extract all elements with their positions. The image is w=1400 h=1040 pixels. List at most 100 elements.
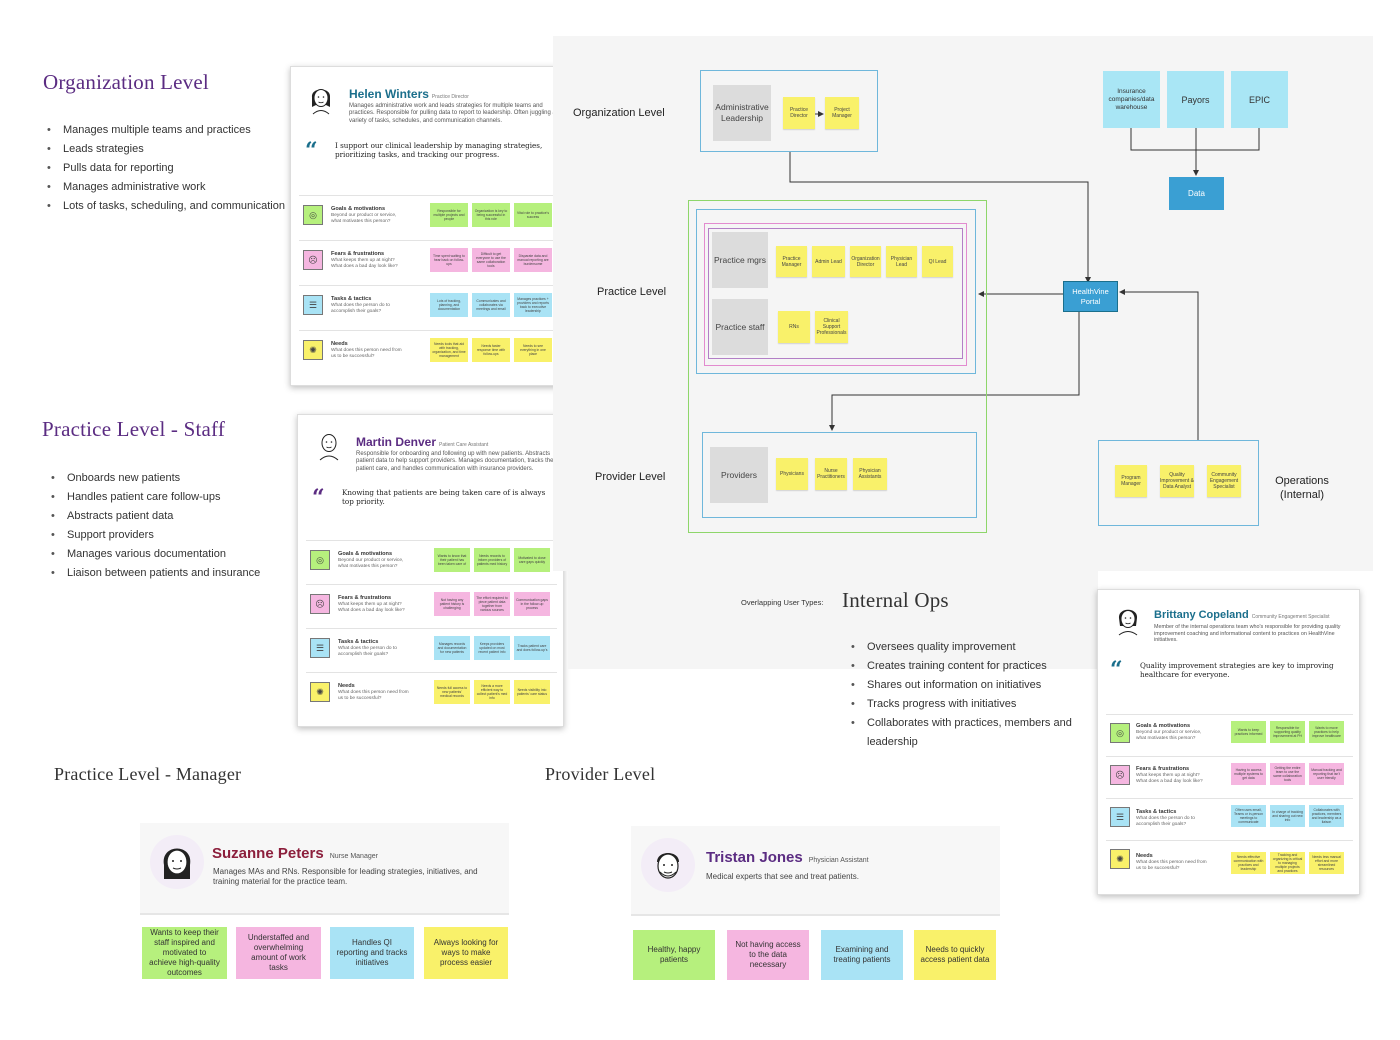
avatar-icon [311, 89, 331, 115]
avatar-icon [319, 434, 339, 461]
sticky-note: Getting the entire team to use the same … [1270, 763, 1305, 785]
ops-role-note: Quality Improvement & Data Analyst [1160, 465, 1194, 497]
sticky-note: Often uses email, Teams or in-person mee… [1231, 805, 1266, 827]
persona-quote: Knowing that patients are being taken ca… [342, 488, 546, 506]
sticky-note: Not having access to the data necessary [727, 930, 809, 980]
sticky-note: Responsible for supporting quality impro… [1270, 721, 1305, 743]
row-subtitle: What does the person do to accomplish th… [1136, 816, 1195, 827]
bullet: Creates training content for practices [847, 657, 1072, 676]
org-level-title: Organization Level [43, 70, 209, 94]
insurance-node: Insurance companies/data warehouse [1103, 71, 1160, 128]
bullet: Tracks progress with initiatives [847, 695, 1072, 714]
practice-outer-box [688, 200, 987, 533]
provider-level-title: Provider Level [545, 764, 656, 784]
mgr-role-note: QI Lead [922, 246, 953, 277]
diagram-practice-label: Practice Level [597, 286, 667, 298]
bullet: Liaison between patients and insurance [47, 564, 260, 583]
bullet: Oversees quality improvement [847, 638, 1072, 657]
sticky-note: Tracks patient care and does follow-up's [514, 636, 550, 660]
target-icon: ◎ [1110, 723, 1130, 743]
sticky-note: Wants to keep their staff inspired and m… [142, 927, 227, 979]
avatar-icon [657, 853, 679, 879]
row-subtitle: What does this person need from us to be… [331, 348, 402, 359]
sticky-note: Healthy, happy patients [633, 930, 715, 980]
sticky-note: Always looking for ways to make process … [424, 927, 508, 979]
bullet: Support providers [47, 526, 260, 545]
persona-role: Nurse Manager [329, 853, 378, 860]
sticky-note: Communicates and collaborates via meetin… [472, 293, 510, 317]
staff-role-note: Clinical Support Professionals [815, 311, 848, 343]
frustration-icon: ☹ [303, 250, 323, 270]
persona-description: Manages administrative work and leads st… [349, 103, 556, 124]
row-subtitle: What keeps them up at night? What does a… [331, 258, 398, 269]
org-bullets: Manages multiple teams and practices Lea… [43, 121, 285, 216]
row-subtitle: What does this person need from us to be… [1136, 860, 1207, 871]
bullet: Abstracts patient data [47, 507, 260, 526]
row-subtitle: What does this person need from us to be… [338, 690, 409, 701]
practice-inner-box [704, 223, 967, 366]
manager-level-title: Practice Level - Manager [54, 764, 242, 784]
sticky-note: Needs full access to new patients' medic… [434, 680, 470, 704]
provider-role-note: Nurse Practitioners [815, 458, 847, 490]
row-subtitle: What keeps them up at night? What does a… [338, 602, 405, 613]
sticky-note: Needs effective communication with pract… [1231, 852, 1266, 874]
practice-team-box [708, 228, 963, 359]
staff-level-title: Practice Level - Staff [42, 417, 226, 441]
healthvine-portal-node[interactable]: HealthVine Portal [1063, 281, 1118, 312]
avatar [150, 835, 204, 889]
epic-node: EPIC [1231, 71, 1288, 128]
row-title: Needs [338, 683, 355, 689]
project-manager-node: Project Manager [825, 97, 859, 129]
mgr-role-note: Practice Manager [776, 246, 807, 277]
persona-role: Physician Assistant [808, 857, 869, 864]
internal-ops-title: Internal Ops [842, 588, 949, 612]
quote-icon: “ [305, 138, 318, 164]
row-title: Fears & frustrations [331, 251, 385, 257]
row-title: Tasks & tactics [1136, 809, 1177, 815]
lightbulb-icon: ✺ [303, 340, 323, 360]
sticky-note: Needs to quickly access patient data [914, 930, 996, 980]
staff-role-note: RNs [778, 311, 810, 343]
row-title: Goals & motivations [1136, 723, 1191, 729]
sticky-note: In charge of tracking and sharing out ne… [1270, 805, 1305, 827]
sticky-note: Difficult to get everyone to use the sam… [472, 248, 510, 272]
mgr-role-note: Organization Director [850, 246, 881, 277]
sticky-note: Wants to keep practices informed [1231, 721, 1266, 743]
persona-description: Member of the internal operations team w… [1154, 624, 1341, 644]
row-title: Goals & motivations [331, 206, 386, 212]
sticky-note: Disparate data and manual reporting are … [514, 248, 552, 272]
row-subtitle: Beyond our product or service, what moti… [338, 558, 404, 569]
clipboard-icon: ☰ [303, 295, 323, 315]
sticky-note: Lots of tracking, planning, and document… [430, 293, 468, 317]
data-node: Data [1169, 177, 1224, 210]
sticky-note: Time spent waiting to hear back on follo… [430, 248, 468, 272]
lightbulb-icon: ✺ [310, 682, 330, 702]
practice-director-node: Practice Director [783, 97, 815, 129]
sticky-note: Keeps providers updated on most recent p… [474, 636, 510, 660]
row-title: Goals & motivations [338, 551, 393, 557]
diagram-org-label: Organization Level [573, 107, 665, 119]
sticky-note: Motivated to close care gaps quickly [514, 548, 550, 572]
persona-description: Manages MAs and RNs. Responsible for lea… [213, 867, 478, 886]
sticky-note: Manages records and documentation for ne… [434, 636, 470, 660]
staff-bullets: Onboards new patients Handles patient ca… [47, 469, 260, 583]
bullet: Handles patient care follow-ups [47, 488, 260, 507]
internal-bullets: Oversees quality improvement Creates tra… [847, 638, 1072, 752]
bullet: Manages various documentation [47, 545, 260, 564]
lightbulb-icon: ✺ [1110, 849, 1130, 869]
row-subtitle: Beyond our product or service, what moti… [331, 213, 397, 224]
practice-level-box [696, 209, 976, 374]
sticky-note: Handles QI reporting and tracks initiati… [330, 927, 414, 979]
provider-role-note: Physician Assistants [853, 458, 887, 490]
provider-role-note: Physicians [776, 458, 808, 490]
persona-role: Patient Care Assistant [439, 442, 489, 448]
org-level-box [700, 70, 878, 152]
persona-role: Community Engagement Specialist [1251, 614, 1330, 620]
